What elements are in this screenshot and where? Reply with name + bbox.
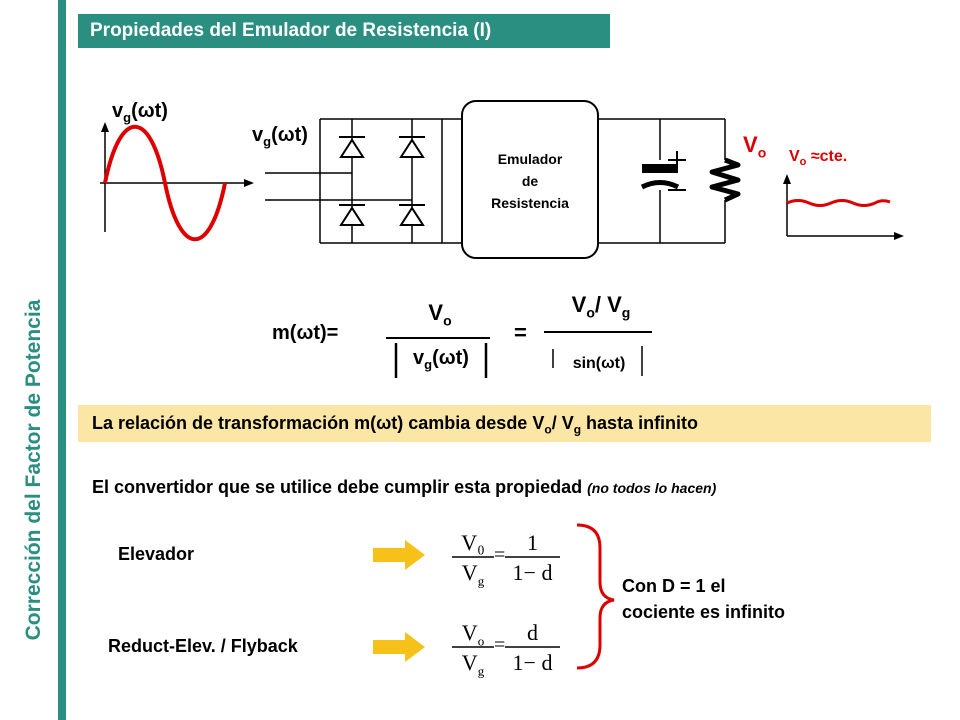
highlight-bar [78, 405, 931, 442]
output-waveform-plot [783, 174, 904, 240]
elevador-num-left: V₀ [461, 530, 485, 555]
diode-bottom-right [399, 204, 425, 226]
highlight-text: La relación de transformación m(ωt) camb… [92, 413, 699, 437]
diode-top-right [399, 136, 425, 158]
formula-rule1 [386, 337, 490, 339]
curly-bracket [576, 523, 615, 670]
formula-num1: Vo [428, 300, 452, 329]
vg-label-circuit: vg(ωt) [252, 124, 308, 149]
diode-bottom-left [339, 204, 365, 226]
flyback-num-left: Vo [461, 620, 485, 649]
converter-label-flyback: Reduct-Elev. / Flyback [108, 636, 298, 656]
formula-lhs: m(ωt)= [272, 322, 339, 344]
diode-top-left [339, 136, 365, 158]
flyback-den-left: Vg [461, 650, 485, 679]
output-ripple-wave [786, 199, 891, 207]
emulator-label: Emulador de Resistencia [491, 151, 569, 211]
formula-equals: = [514, 320, 527, 345]
vo-constant-label: Vo ≈cte. [789, 148, 848, 169]
vo-label: Vo [743, 132, 767, 161]
flyback-den-right: 1− d [512, 650, 553, 675]
property-note: El convertidor que se utilice debe cumpl… [92, 477, 717, 497]
elevador-den-left: Vg [461, 560, 485, 589]
side-accent-bar [58, 0, 66, 720]
elevador-num-right: 1 [527, 530, 538, 555]
arrow-elevador [373, 540, 425, 570]
bracket-note: Con D = 1 el cociente es infinito [622, 576, 786, 622]
formula-num2: Vo/ Vg [571, 292, 631, 321]
vg-label-plot: vg(ωt) [112, 100, 168, 125]
elevador-op: = [494, 544, 506, 566]
elevador-den-right: 1− d [512, 560, 553, 585]
input-sine-wave [103, 124, 227, 242]
formula-rule2 [544, 331, 652, 333]
flyback-op: = [494, 634, 506, 656]
converter-label-elevador: Elevador [118, 544, 195, 564]
input-waveform-plot [100, 122, 254, 242]
load-resistor [709, 157, 741, 203]
slide-title: Propiedades del Emulador de Resistencia … [78, 14, 610, 48]
formula-den1: vg(ωt) [413, 347, 469, 372]
formula-den2: sin(ωt) [572, 355, 626, 372]
flyback-num-right: d [527, 620, 538, 645]
arrow-flyback [373, 632, 425, 662]
output-capacitor [640, 151, 686, 191]
side-title: Corrección del Factor de Potencia [22, 299, 45, 641]
